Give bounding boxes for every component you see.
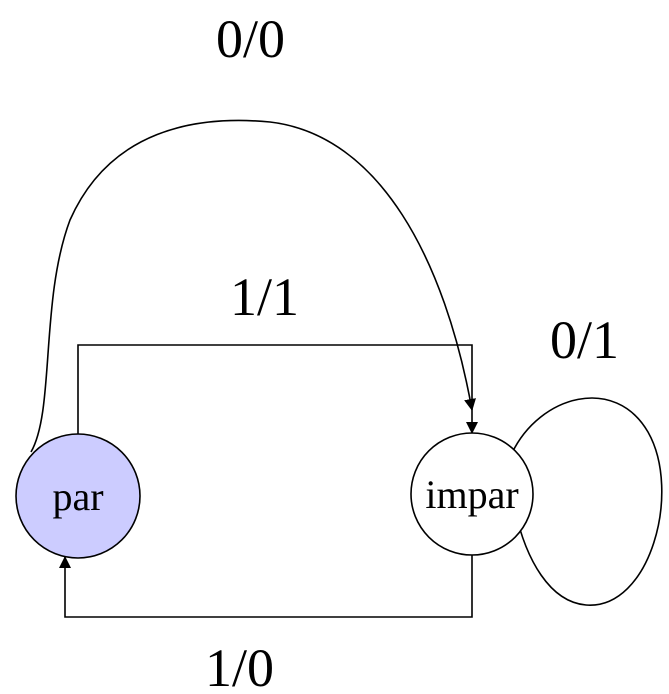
edge-label-impar-self-loop: 0/1: [550, 310, 619, 370]
state-impar-circle: [410, 432, 534, 556]
state-par-label: par: [52, 474, 103, 519]
state-impar: impar: [410, 432, 534, 556]
edge-par-to-impar-rect: [77, 344, 478, 434]
edge-par-to-impar-curve: [30, 119, 476, 453]
edge-label-par-to-impar-curve: 0/0: [216, 9, 285, 69]
state-par-circle: [15, 433, 141, 559]
edge-label-impar-to-par: 1/0: [205, 638, 274, 694]
edge-impar-self-loop-visible: [511, 397, 663, 606]
state-impar-label: impar: [425, 472, 518, 517]
state-par: par: [15, 433, 141, 559]
edge-label-par-to-impar-rect: 1/1: [230, 267, 299, 327]
edge-impar-to-par: [59, 555, 473, 618]
